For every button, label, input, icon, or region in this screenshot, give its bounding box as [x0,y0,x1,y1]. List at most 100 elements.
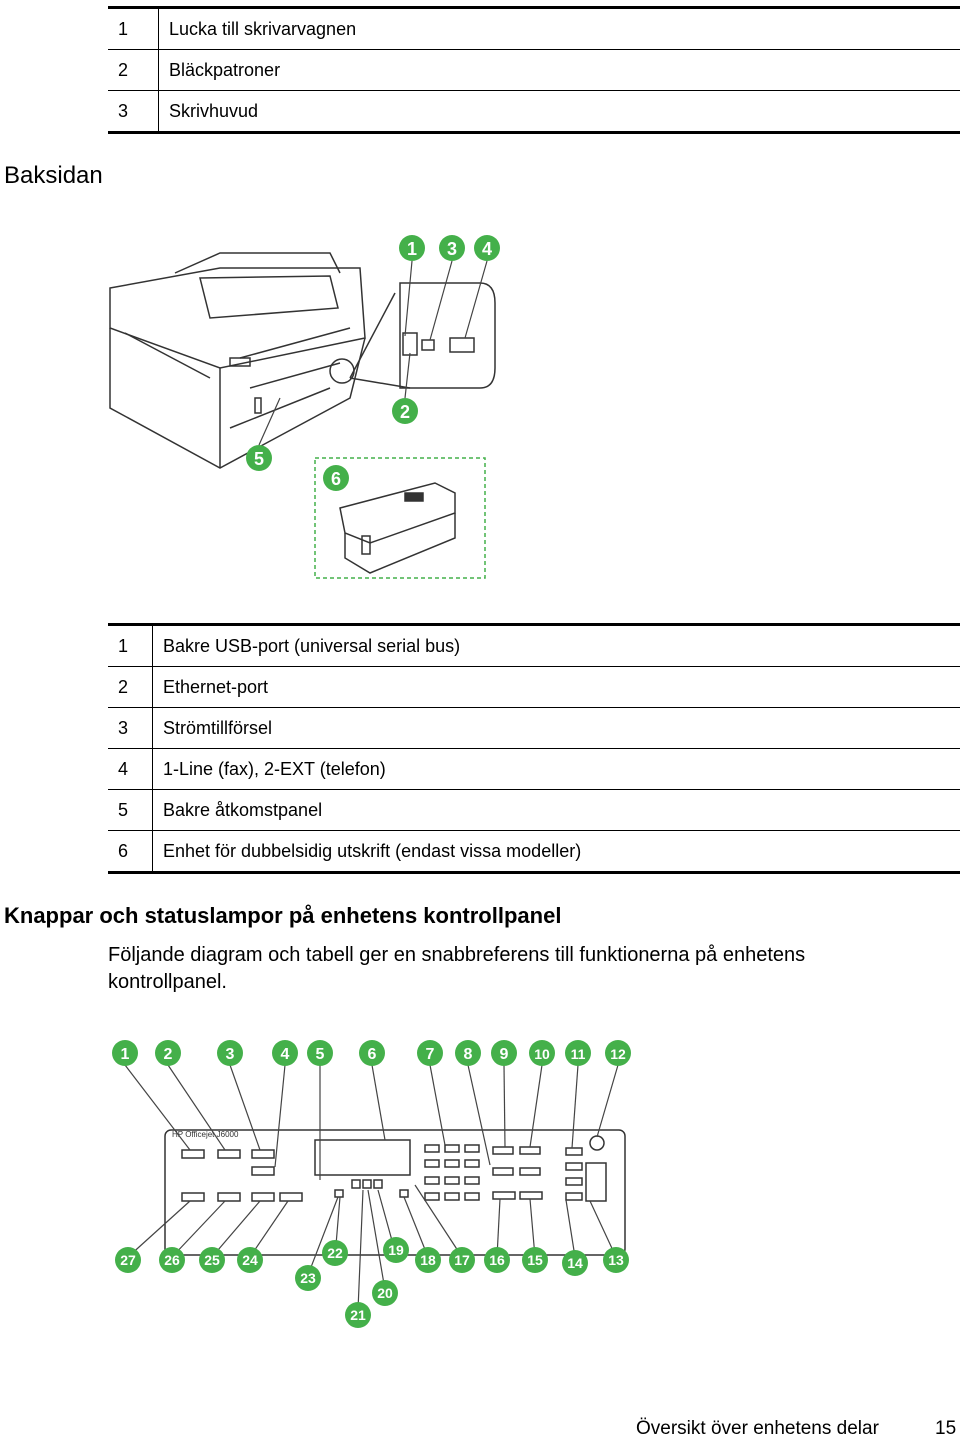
callout-13: 13 [603,1247,629,1273]
callout-5: 5 [246,445,272,471]
table-row: 2 Ethernet-port [108,666,960,708]
section-heading-back: Baksidan [4,162,103,189]
row-number: 2 [108,49,159,91]
callout-15: 15 [522,1247,548,1273]
svg-text:22: 22 [327,1245,343,1261]
callout-19: 19 [383,1237,409,1263]
row-label: 1-Line (fax), 2-EXT (telefon) [163,758,386,779]
callout-10: 10 [529,1040,555,1066]
panel-callouts-top: 1 2 3 4 5 6 7 8 9 10 11 12 [112,1040,631,1066]
svg-text:15: 15 [527,1252,543,1268]
callout-1: 1 [112,1040,138,1066]
callout-26: 26 [159,1247,185,1273]
row-number: 5 [108,789,153,831]
svg-text:14: 14 [567,1255,583,1271]
callout-22: 22 [322,1240,348,1266]
row-label: Bläckpatroner [169,59,281,80]
svg-text:20: 20 [377,1285,393,1301]
callout-2: 2 [155,1040,181,1066]
svg-text:12: 12 [610,1046,626,1062]
callout-2: 2 [392,398,418,424]
svg-text:11: 11 [571,1046,586,1062]
svg-text:8: 8 [464,1046,473,1063]
row-number: 4 [108,748,153,790]
section-heading-panel: Knappar och statuslampor på enhetens kon… [4,903,562,928]
svg-text:9: 9 [500,1046,509,1063]
callout-6: 6 [359,1040,385,1066]
callout-24: 24 [237,1247,263,1273]
rear-callouts: 1 3 4 2 5 6 [246,235,500,491]
callout-23: 23 [295,1265,321,1291]
callout-8: 8 [455,1040,481,1066]
row-number: 3 [108,707,153,749]
section-paragraph: Följande diagram och tabell ger en snabb… [108,944,806,993]
svg-text:5: 5 [316,1046,325,1063]
row-label: Skrivhuvud [169,100,259,121]
svg-text:21: 21 [350,1307,366,1323]
row-number: 1 [108,624,153,667]
svg-text:25: 25 [204,1252,220,1268]
svg-text:4: 4 [281,1046,290,1063]
rear-parts-table: 1 Bakre USB-port (universal serial bus) … [108,623,960,874]
row-label: Ethernet-port [163,676,269,697]
row-number: 2 [108,666,153,708]
callout-25: 25 [199,1247,225,1273]
svg-text:7: 7 [426,1046,435,1063]
table-row: 1 Lucka till skrivarvagnen [108,7,960,50]
svg-text:18: 18 [420,1252,436,1268]
row-number: 6 [108,830,153,873]
callout-27: 27 [115,1247,141,1273]
callout-1: 1 [399,235,425,261]
svg-text:23: 23 [300,1270,316,1286]
row-number: 3 [108,90,159,133]
svg-text:5: 5 [254,449,264,469]
row-label: Bakre åtkomstpanel [163,799,323,820]
table-row: 2 Bläckpatroner [108,49,960,91]
svg-text:1: 1 [121,1046,130,1063]
callout-7: 7 [417,1040,443,1066]
table-row: 3 Strömtillförsel [108,707,960,749]
row-label: Strömtillförsel [163,717,273,738]
callout-17: 17 [449,1247,475,1273]
footer-section-title: Översikt över enhetens delar [636,1418,879,1439]
row-label: Lucka till skrivarvagnen [169,18,357,39]
svg-text:26: 26 [164,1252,180,1268]
callout-21: 21 [345,1302,371,1328]
callout-18: 18 [415,1247,441,1273]
callout-11: 11 [565,1040,591,1066]
callout-9: 9 [491,1040,517,1066]
table-row: 4 1-Line (fax), 2-EXT (telefon) [108,748,960,790]
row-label: Enhet för dubbelsidig utskrift (endast v… [163,840,582,861]
table-row: 5 Bakre åtkomstpanel [108,789,960,831]
svg-text:27: 27 [120,1252,136,1268]
table-row: 1 Bakre USB-port (universal serial bus) [108,624,960,667]
svg-text:17: 17 [454,1252,470,1268]
callout-14: 14 [562,1250,588,1276]
callout-16: 16 [484,1247,510,1273]
svg-text:10: 10 [534,1046,550,1062]
svg-text:24: 24 [242,1252,258,1268]
table-row: 3 Skrivhuvud [108,90,960,133]
callout-5: 5 [307,1040,333,1066]
row-label: Bakre USB-port (universal serial bus) [163,635,461,656]
page-number: 15 [935,1418,957,1439]
svg-text:3: 3 [226,1046,235,1063]
callout-4: 4 [474,235,500,261]
svg-text:6: 6 [368,1046,377,1063]
svg-text:13: 13 [608,1252,624,1268]
callout-3: 3 [217,1040,243,1066]
rear-view-figure: 1 3 4 2 5 6 [109,235,500,579]
svg-text:2: 2 [164,1046,173,1063]
callout-12: 12 [605,1040,631,1066]
callout-20: 20 [372,1280,398,1306]
top-parts-table: 1 Lucka till skrivarvagnen 2 Bläckpatron… [108,6,960,134]
callout-6: 6 [323,465,349,491]
panel-callouts-bottom: 27 26 25 24 23 22 21 20 19 18 17 16 15 1… [115,1237,629,1328]
svg-text:3: 3 [447,239,457,259]
svg-text:2: 2 [400,402,410,422]
row-number: 1 [108,7,159,50]
callout-4: 4 [272,1040,298,1066]
table-row: 6 Enhet för dubbelsidig utskrift (endast… [108,830,960,873]
callout-3: 3 [439,235,465,261]
control-panel-figure: HP Officejet J6000 1 2 3 4 5 6 7 8 9 10 … [112,1040,631,1328]
